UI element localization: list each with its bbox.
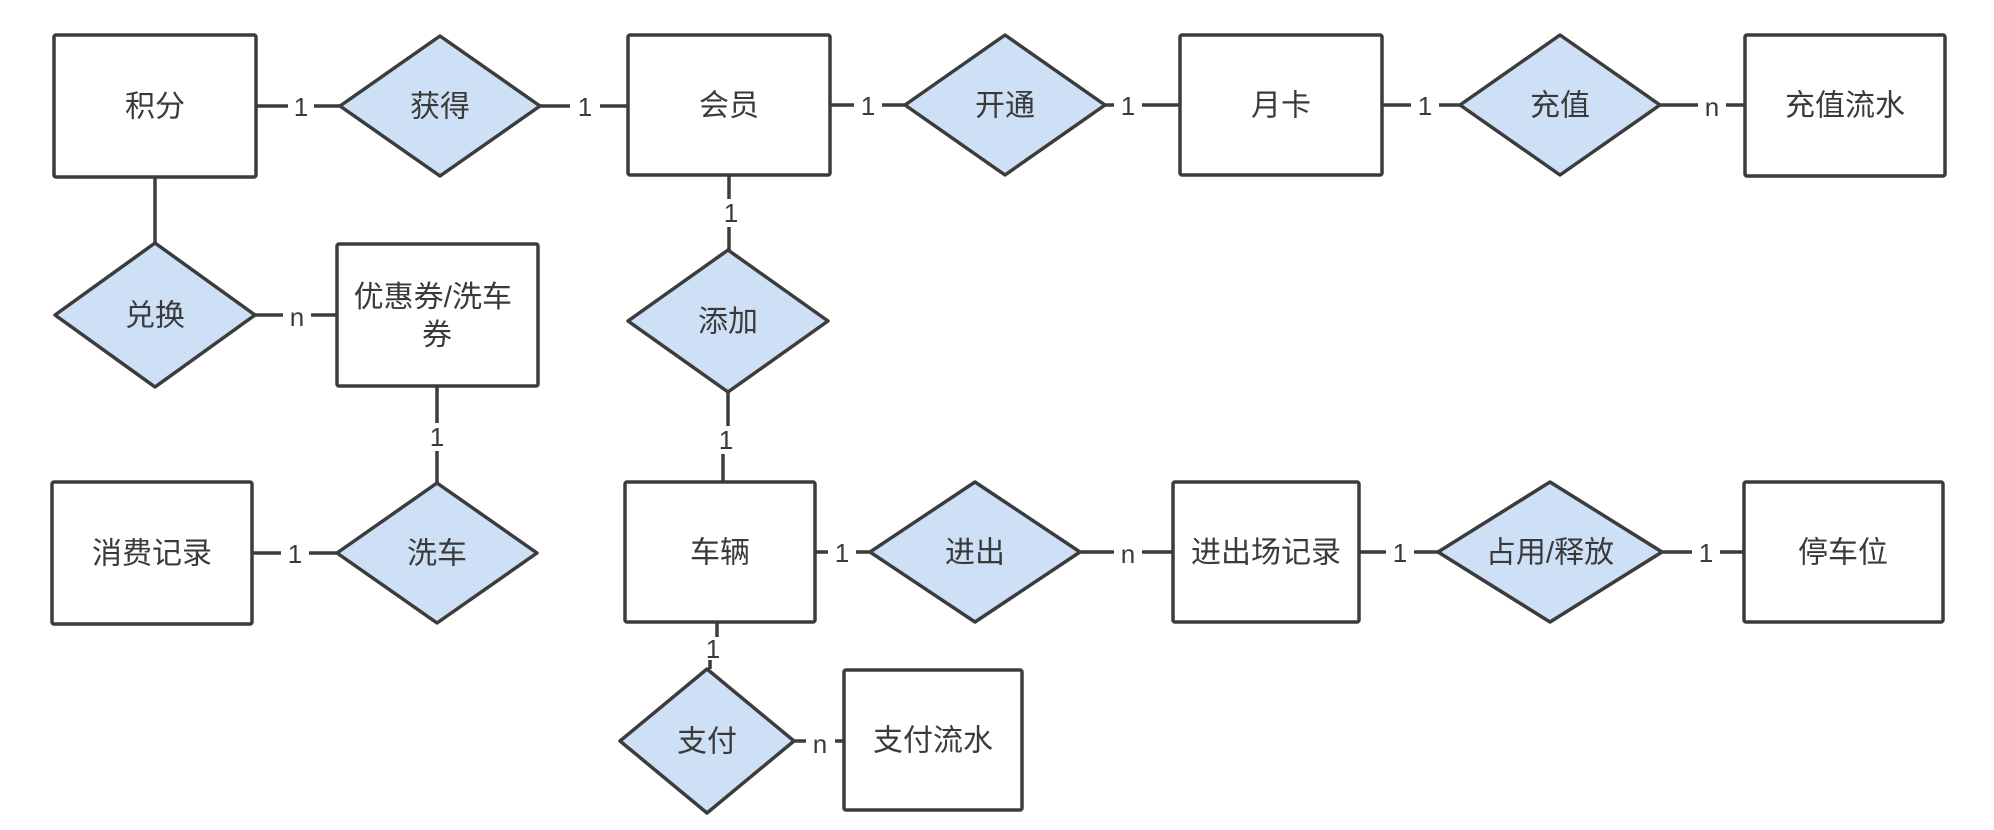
relationship-redeem[interactable]: 兑换 xyxy=(53,241,257,389)
entity-payment-flow[interactable]: 支付流水 xyxy=(842,668,1024,812)
connector-vehicle-pay xyxy=(708,622,719,669)
connectors xyxy=(153,103,1745,743)
relationship-occupy-release[interactable]: 占用/释放 xyxy=(1436,480,1664,624)
cardinality-label: 1 xyxy=(1121,91,1135,121)
cardinality-labels: 1 1 1 1 1 n n 1 1 1 1 1 n 1 1 1 n xyxy=(288,91,1719,759)
entity-label: 积分 xyxy=(125,91,185,124)
entity-recharge-flow[interactable]: 充值流水 xyxy=(1743,33,1947,178)
relationship-obtain[interactable]: 获得 xyxy=(338,34,542,178)
relationship-label: 充值 xyxy=(1530,90,1590,123)
entity-vehicle[interactable]: 车辆 xyxy=(623,480,817,624)
cardinality-label: 1 xyxy=(1699,538,1713,568)
cardinality-label: n xyxy=(290,302,304,332)
cardinality-label: 1 xyxy=(294,92,308,122)
relationship-label: 添加 xyxy=(698,306,758,339)
entity-points[interactable]: 积分 xyxy=(52,33,258,179)
entity-consumption-records[interactable]: 消费记录 xyxy=(50,480,254,626)
cardinality-label: 1 xyxy=(1418,91,1432,121)
relationship-label: 获得 xyxy=(410,91,470,124)
entity-label: 优惠券/洗车 券 xyxy=(354,281,521,352)
entity-label: 停车位 xyxy=(1798,537,1888,570)
entity-label: 消费记录 xyxy=(92,538,212,571)
cardinality-label: 1 xyxy=(835,538,849,568)
entity-monthly-card[interactable]: 月卡 xyxy=(1178,33,1384,177)
cardinality-label: 1 xyxy=(861,91,875,121)
cardinality-label: n xyxy=(1705,92,1719,122)
entity-label: 月卡 xyxy=(1251,90,1311,123)
relationship-recharge[interactable]: 充值 xyxy=(1458,33,1662,177)
relationship-entry-exit[interactable]: 进出 xyxy=(868,480,1082,624)
cardinality-label: n xyxy=(813,729,827,759)
cardinality-label: 1 xyxy=(1393,538,1407,568)
relationship-label: 开通 xyxy=(975,90,1035,123)
cardinality-label: 1 xyxy=(719,425,733,455)
connector-add-vehicle xyxy=(721,392,730,482)
cardinality-label: 1 xyxy=(288,539,302,569)
relationship-pay[interactable]: 支付 xyxy=(618,667,796,815)
entity-label: 进出场记录 xyxy=(1191,537,1341,570)
relationship-label: 兑换 xyxy=(125,300,185,333)
entity-label: 支付流水 xyxy=(873,725,993,758)
cardinality-label: 1 xyxy=(578,92,592,122)
cardinality-label: 1 xyxy=(430,422,444,452)
entity-member[interactable]: 会员 xyxy=(626,33,832,177)
relationship-label: 支付 xyxy=(677,726,737,759)
cardinality-label: 1 xyxy=(724,198,738,228)
entity-parking-space[interactable]: 停车位 xyxy=(1742,480,1945,624)
entity-label: 充值流水 xyxy=(1785,90,1905,123)
relationship-activate[interactable]: 开通 xyxy=(903,33,1107,177)
cardinality-label: n xyxy=(1121,539,1135,569)
relationship-label: 占用/释放 xyxy=(1486,537,1614,570)
entity-label: 车辆 xyxy=(690,537,750,570)
relationship-label: 进出 xyxy=(945,537,1005,570)
entity-label: 会员 xyxy=(699,90,759,123)
entity-coupon[interactable]: 优惠券/洗车 券 xyxy=(335,242,540,388)
cardinality-label: 1 xyxy=(706,634,720,664)
relationship-label: 洗车 xyxy=(407,538,467,571)
entity-entry-exit-records[interactable]: 进出场记录 xyxy=(1171,480,1361,624)
relationship-car-wash[interactable]: 洗车 xyxy=(335,481,539,625)
relationship-add[interactable]: 添加 xyxy=(626,248,830,394)
